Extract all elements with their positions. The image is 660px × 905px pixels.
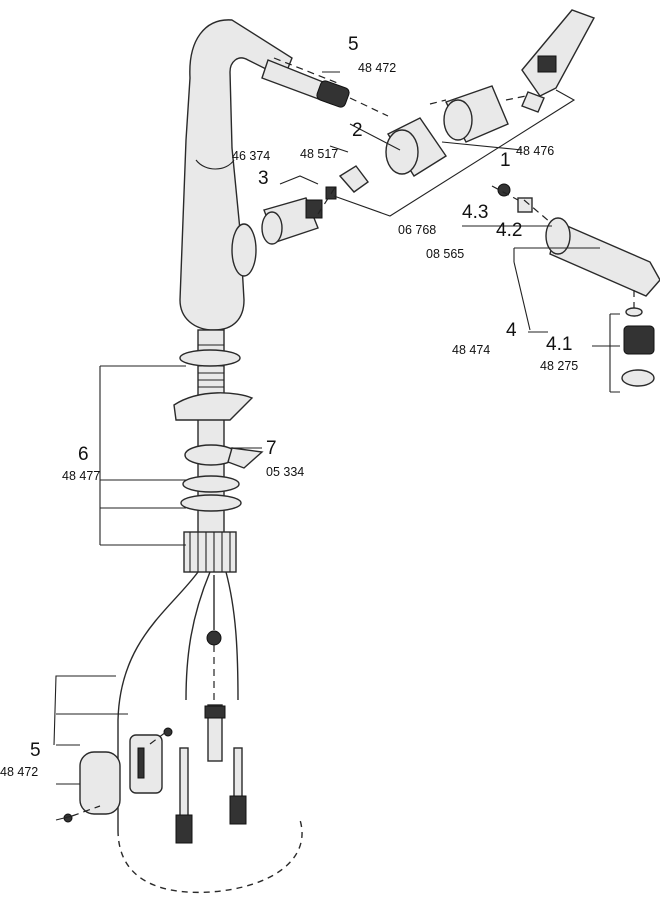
callout-3: 3 46 374 xyxy=(232,149,270,189)
callout-number: 4.2 xyxy=(496,220,522,241)
part-code: 05 334 xyxy=(266,465,304,479)
callout-5-bottom: 5 48 472 xyxy=(0,740,41,779)
callout-number: 3 xyxy=(258,168,269,189)
hose-end-fittings xyxy=(175,704,247,844)
callout-number: 6 xyxy=(78,444,89,465)
leader-lines xyxy=(53,57,635,821)
part-code: 08 565 xyxy=(426,247,464,261)
part-code: 46 374 xyxy=(232,149,270,163)
part-code: 48 517 xyxy=(300,147,338,161)
callout-number: 1 xyxy=(500,150,511,171)
callout-number: 2 xyxy=(352,120,363,141)
callout-5-top: 5 48 472 xyxy=(348,34,396,75)
callout-4: 4 48 474 xyxy=(452,320,517,357)
spray-head xyxy=(497,183,660,387)
callout-4-2: 4.2 08 565 xyxy=(426,220,522,261)
spout-hose-fitting xyxy=(261,59,350,108)
hose-weight-clamp xyxy=(63,727,173,823)
callout-number: 4 xyxy=(506,320,517,341)
mounting-shank xyxy=(173,329,264,573)
callout-7: 7 05 334 xyxy=(266,438,304,479)
callout-number: 5 xyxy=(348,34,359,55)
head-parts xyxy=(338,9,596,193)
part-code: 48 472 xyxy=(0,765,38,779)
faucet-body xyxy=(179,19,293,331)
callout-2: 2 48 517 xyxy=(300,120,363,161)
callout-number: 4.1 xyxy=(546,334,572,355)
part-code: 06 768 xyxy=(398,223,436,237)
supply-hoses xyxy=(117,571,303,894)
callout-number: 4.3 xyxy=(462,202,488,223)
cartridge xyxy=(261,186,337,245)
callout-number: 5 xyxy=(30,740,41,761)
part-code: 48 476 xyxy=(516,144,554,158)
part-code: 48 474 xyxy=(452,343,490,357)
part-code: 48 472 xyxy=(358,61,396,75)
part-code: 48 275 xyxy=(540,359,578,373)
callout-number: 7 xyxy=(266,438,277,459)
callout-4-3: 4.3 06 768 xyxy=(398,202,488,237)
part-code: 48 477 xyxy=(62,469,100,483)
callout-1: 1 48 476 xyxy=(500,144,554,171)
callout-4-1: 4.1 48 275 xyxy=(540,334,578,373)
callout-6: 6 48 477 xyxy=(62,444,100,483)
